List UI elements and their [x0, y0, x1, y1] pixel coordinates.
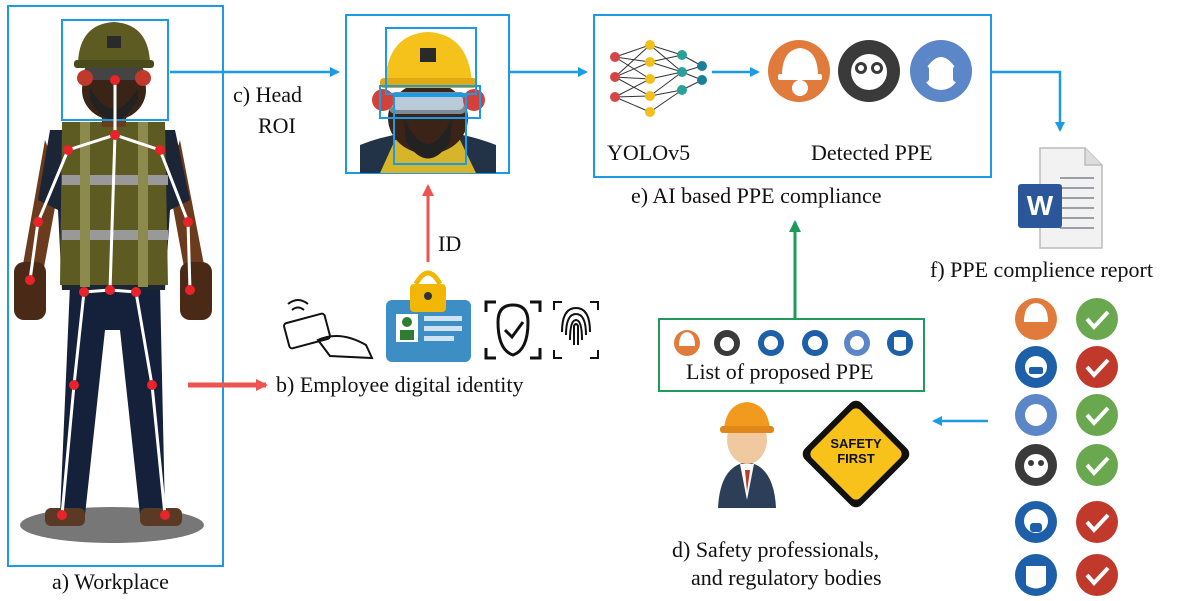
head-crop: [345, 14, 510, 174]
check-icon: [1076, 501, 1118, 543]
id-card-tap-icon: [283, 299, 374, 360]
ai-compliance-label: e) AI based PPE compliance: [631, 183, 882, 208]
safety-goggles-icon: [838, 40, 900, 102]
safety-professional-icon: [718, 402, 776, 508]
report-row-2: [1015, 346, 1118, 388]
proposed-ppe-label: List of proposed PPE: [686, 359, 874, 384]
report-row-4: [1015, 444, 1118, 486]
yolo-label: YOLOv5: [607, 140, 691, 165]
employee-identity-label: b) Employee digital identity: [276, 372, 524, 397]
workplace-label: a) Workplace: [52, 569, 169, 594]
report-row-1: [1015, 298, 1118, 340]
check-icon: [1076, 444, 1118, 486]
ai-compliance-box: [593, 14, 992, 178]
arrow-ai-to-report: [992, 70, 1065, 132]
workplace-frame: [7, 5, 224, 567]
check-icon: [1076, 394, 1118, 436]
safety-first-sign-icon: [802, 400, 910, 508]
id-label: ID: [438, 231, 462, 256]
hard-hat-icon: [768, 40, 830, 102]
report-row-3: [1015, 394, 1118, 436]
detected-ppe-label: Detected PPE: [811, 140, 933, 165]
check-icon: [1076, 298, 1118, 340]
check-icon: [1076, 554, 1118, 596]
word-logo-letter: W: [1026, 190, 1054, 221]
safety-sign-line1: SAFETY: [830, 436, 882, 451]
head-roi-label-line2: ROI: [258, 113, 296, 138]
neural-network-icon: [614, 44, 703, 113]
word-document-icon: [1018, 147, 1103, 249]
ear-protection-icon: [910, 40, 972, 102]
check-icon: [1076, 346, 1118, 388]
compliance-report-list: [1015, 298, 1118, 596]
report-row-5: [1015, 501, 1118, 543]
safety-label-line1: d) Safety professionals,: [672, 537, 880, 562]
safety-sign-text: SAFETY FIRST: [820, 436, 892, 466]
safety-label-line2: and regulatory bodies: [691, 565, 882, 590]
employee-badge-icon: [386, 270, 471, 362]
fingerprint-icon: [553, 301, 599, 359]
worker-figure: [7, 5, 224, 567]
report-label: f) PPE complience report: [930, 257, 1153, 282]
safety-sign-line2: FIRST: [837, 451, 875, 466]
head-roi-label-line1: c) Head: [233, 82, 303, 107]
report-row-6: [1015, 554, 1118, 596]
face-id-icon: [484, 300, 542, 360]
proposed-ppe-box: [658, 318, 925, 392]
